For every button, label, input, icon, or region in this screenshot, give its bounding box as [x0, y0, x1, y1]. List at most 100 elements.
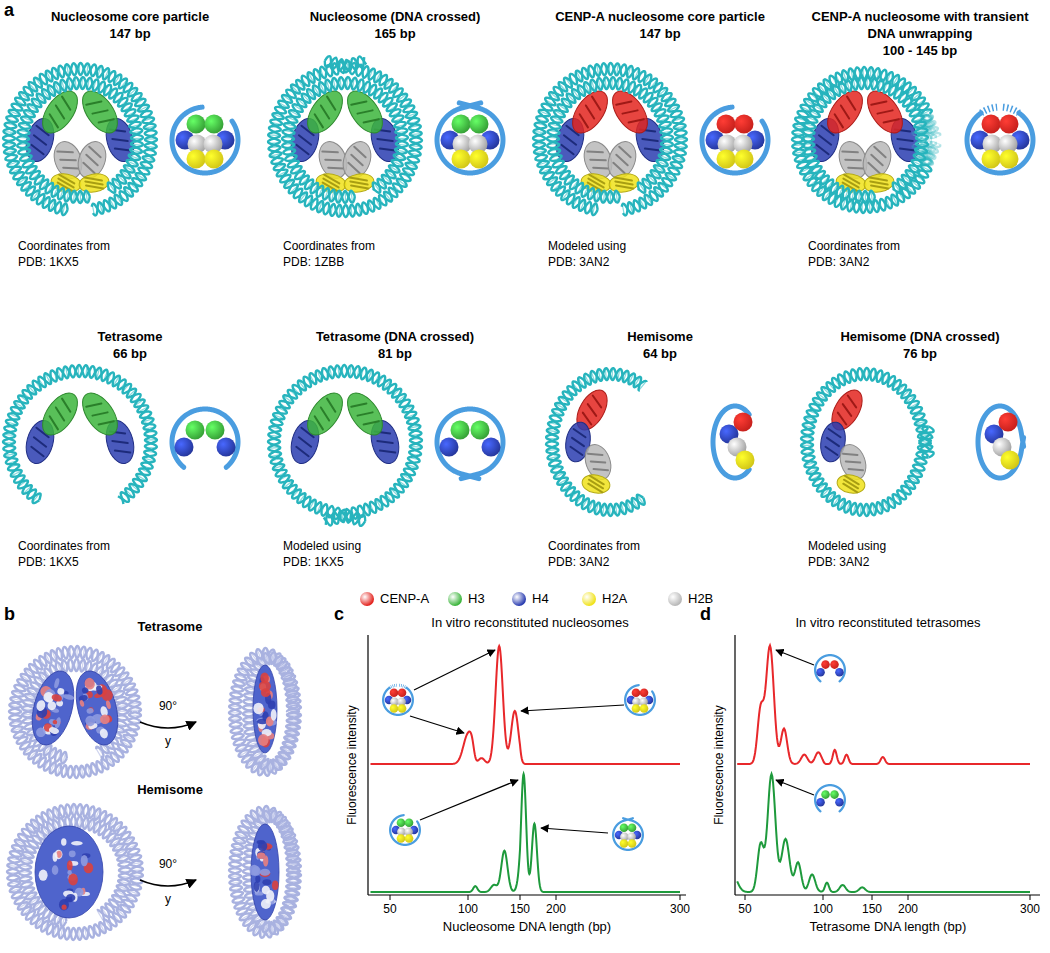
figure-line: [824, 447, 838, 455]
figure-line: [32, 437, 47, 446]
nucleosome-structure: [792, 67, 940, 213]
figure-line: [59, 399, 74, 412]
nucleosome-structure: [268, 365, 422, 526]
figure-path: [546, 368, 645, 515]
figure-ellipse: [99, 728, 109, 740]
figure-line: [872, 147, 887, 158]
figure-circle: [175, 438, 194, 457]
nucleosome-schematic: [437, 409, 503, 479]
figure-circle: [187, 115, 206, 134]
figure-line: [57, 147, 72, 158]
figure-circle: [452, 115, 471, 134]
figure-circle: [471, 421, 490, 440]
figure-line: [295, 145, 310, 154]
figure-line: [324, 399, 339, 412]
figure-circle: [217, 438, 236, 457]
figure-path: [792, 67, 932, 213]
figure-ellipse: [86, 707, 94, 714]
figure-path: [268, 365, 422, 525]
figure-path: [282, 77, 408, 203]
figure-path: [9, 646, 140, 778]
figure-line: [815, 145, 830, 154]
figure-line: [52, 407, 67, 420]
figure-path: [915, 142, 927, 166]
figure-circle: [717, 150, 736, 169]
figure-ellipse: [78, 694, 88, 702]
figure-path: [22, 659, 128, 761]
figure-ellipse: [51, 693, 63, 703]
figure-line: [380, 447, 395, 456]
figure-line: [352, 147, 367, 158]
dna-helix: [801, 368, 933, 516]
figure-line: [842, 147, 857, 158]
figure-line: [571, 438, 585, 446]
figure-path: [3, 365, 156, 504]
figure-path: [1003, 107, 1019, 113]
figure-path: [437, 103, 503, 173]
figure-line: [616, 183, 633, 192]
figure-line: [297, 135, 312, 144]
figure-g: [581, 473, 612, 496]
nucleosome-schematic: [702, 107, 768, 173]
figure-circle: [717, 115, 736, 134]
figure-ellipse: [836, 473, 867, 496]
figure-line: [63, 163, 78, 174]
figure-ellipse: [863, 172, 896, 195]
figure-line: [30, 447, 45, 456]
figure-line: [60, 155, 75, 166]
dna-helix: [913, 115, 931, 139]
figure-circle: [982, 150, 1001, 169]
figure-line: [560, 145, 575, 154]
figure-line: [364, 114, 379, 127]
figure-line: [616, 97, 631, 110]
figure-ellipse: [83, 677, 96, 691]
figure-path: [546, 368, 647, 516]
histone-fold: [287, 387, 404, 467]
figure-line: [569, 447, 583, 455]
dna-helix: [282, 77, 408, 203]
figure-ellipse: [581, 473, 612, 496]
figure-ellipse: [35, 699, 46, 712]
figure-line: [913, 142, 920, 146]
figure-path: [978, 406, 1024, 478]
figure-path: [801, 368, 933, 516]
figure-circle: [1001, 451, 1020, 470]
figure-line: [590, 396, 604, 408]
figure-circle: [205, 115, 224, 134]
dna-helix: [533, 63, 687, 215]
figure-circle: [451, 421, 470, 440]
figure-circle: [187, 150, 206, 169]
dna-helix: [229, 648, 301, 776]
nucleosome-schematic: [713, 406, 754, 478]
nucleosome-structure: [3, 365, 157, 504]
figure-path: [702, 107, 768, 173]
figure-circle: [736, 451, 755, 470]
figure-line: [588, 449, 602, 459]
figure-line: [562, 135, 577, 144]
figure-circle: [470, 115, 489, 134]
figure-path: [547, 77, 673, 203]
nucleosome-structure: [546, 368, 647, 516]
figure-g: [863, 172, 896, 195]
figure-path: [17, 77, 143, 203]
figure-line: [848, 163, 863, 174]
figure-line: [324, 97, 339, 110]
figure-line: [92, 407, 107, 420]
figure-line: [322, 147, 337, 158]
figure-line: [115, 145, 130, 154]
figure-ellipse: [99, 713, 111, 725]
dna-helix: [547, 77, 673, 203]
figure-line: [585, 404, 599, 416]
figure-g: [76, 387, 125, 441]
figure-line: [32, 135, 47, 144]
figure-line: [831, 114, 846, 127]
figure-path: [801, 368, 933, 516]
figure-line: [582, 105, 597, 118]
figure-line: [645, 145, 660, 154]
figure-line: [81, 163, 96, 174]
figure-line: [357, 407, 372, 420]
nucleosome-structure: [801, 368, 933, 516]
figure-path: [3, 365, 157, 503]
figure-line: [311, 114, 326, 127]
